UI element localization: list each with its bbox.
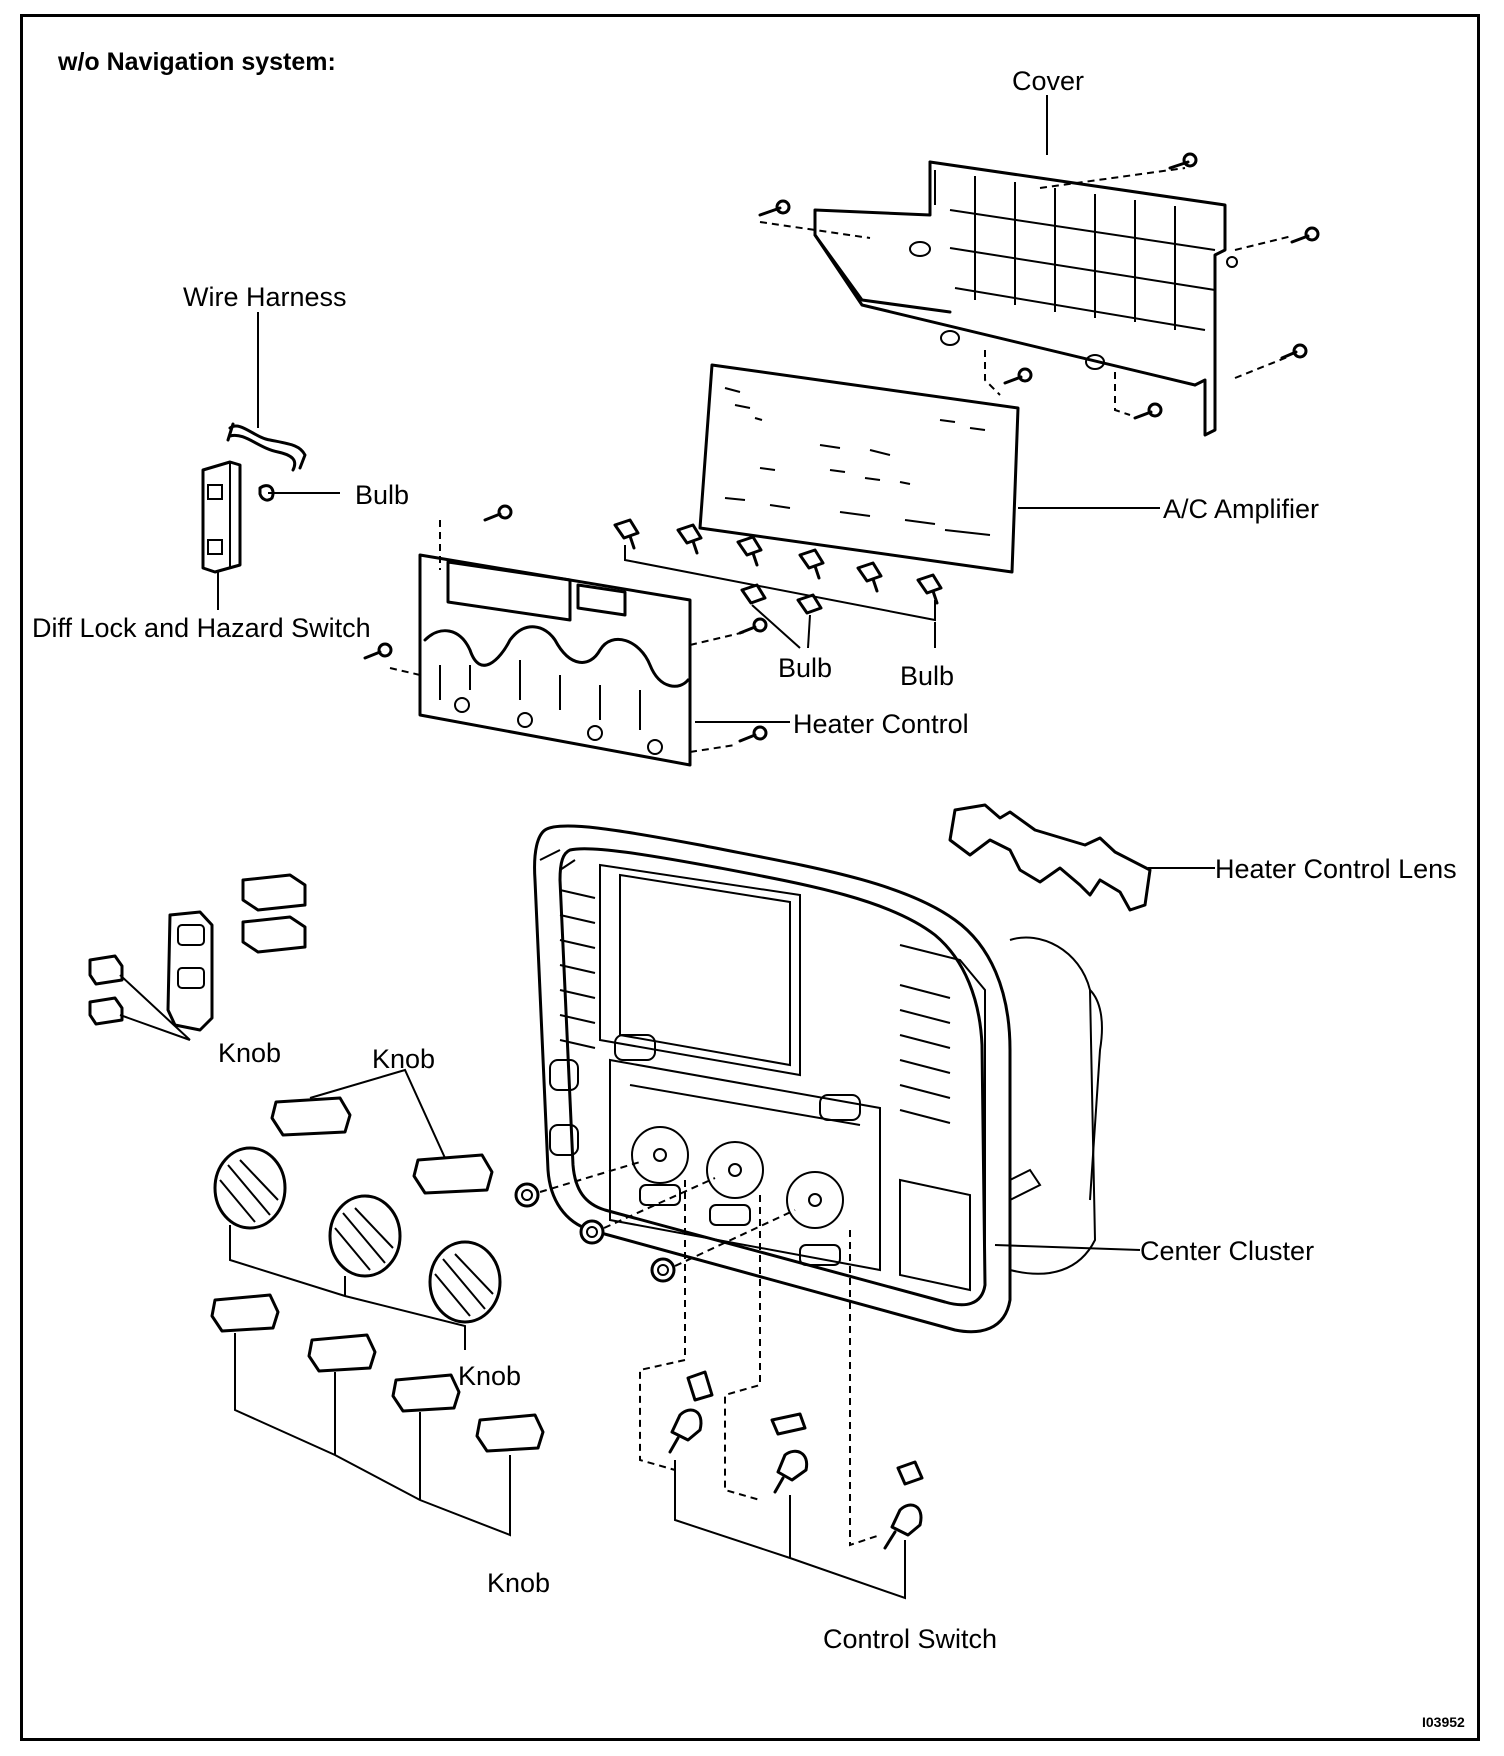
figure-code: I03952	[1422, 1714, 1465, 1730]
label-knob-dials: Knob	[458, 1361, 521, 1391]
label-center-cluster: Center Cluster	[1140, 1236, 1314, 1266]
heater-control-part	[418, 553, 692, 767]
cover-screws	[758, 152, 1320, 420]
label-cover: Cover	[1012, 66, 1084, 96]
ac-amplifier-part	[698, 363, 1020, 574]
cover-part	[813, 160, 1238, 437]
label-wire-harness: Wire Harness	[183, 282, 347, 312]
center-cluster-part	[533, 824, 1103, 1334]
label-knob-switch: Knob	[218, 1038, 281, 1068]
label-bulb-switch: Bulb	[355, 480, 409, 510]
label-bulbs-left: Bulb	[778, 653, 832, 683]
label-knob-buttons-top: Knob	[372, 1044, 435, 1074]
diagram-frame	[20, 14, 1480, 1741]
label-bulbs-right: Bulb	[900, 661, 954, 691]
diff-lock-switch-part	[201, 460, 275, 574]
nuts-group	[514, 1161, 796, 1283]
wire-harness-part	[226, 422, 307, 472]
label-ac-amplifier: A/C Amplifier	[1163, 494, 1319, 524]
control-switches-parts	[639, 1180, 924, 1600]
label-knob-buttons-bottom: Knob	[487, 1568, 550, 1598]
dial-knobs	[213, 1146, 502, 1350]
heater-control-screws	[363, 504, 768, 753]
button-knobs-bottom	[210, 1293, 545, 1537]
heater-control-lens-part	[948, 803, 1152, 912]
switch-knobs-parts	[88, 873, 307, 1041]
label-heater-control-lens: Heater Control Lens	[1215, 854, 1457, 884]
label-control-switch: Control Switch	[823, 1624, 997, 1654]
page-title: w/o Navigation system:	[57, 48, 336, 76]
label-heater-control: Heater Control	[793, 709, 969, 739]
button-knobs-top	[270, 1068, 494, 1195]
label-diff-lock-switch: Diff Lock and Hazard Switch	[32, 613, 371, 643]
leader-lines	[217, 95, 1215, 1251]
bulbs-group	[613, 518, 943, 649]
